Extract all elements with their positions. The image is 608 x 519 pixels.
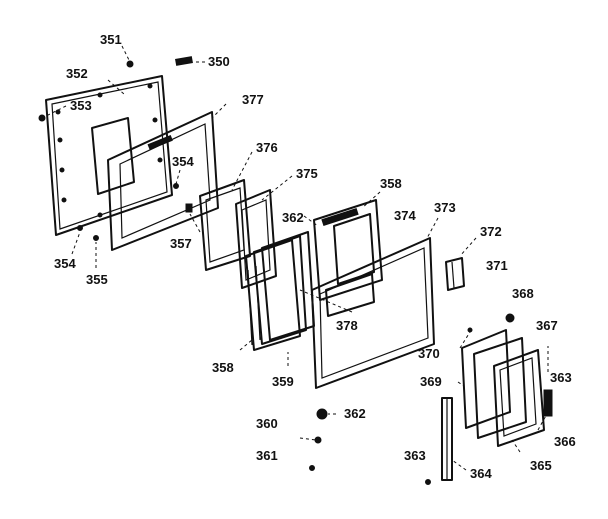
label-357: 357	[170, 236, 192, 251]
label-365: 365	[530, 458, 552, 473]
label-374: 374	[394, 208, 416, 223]
label-355: 355	[86, 272, 108, 287]
outer-door-panel	[45, 75, 173, 236]
label-352: 352	[66, 66, 88, 81]
label-354-upper: 354	[172, 154, 194, 169]
label-367: 367	[536, 318, 558, 333]
window-frame	[91, 117, 135, 195]
inner-door-373	[311, 237, 435, 389]
label-366: 366	[554, 434, 576, 449]
label-354-lower: 354	[54, 256, 76, 271]
panel-369	[461, 329, 511, 429]
glass-pack-359	[245, 231, 315, 351]
label-358-upper: 358	[380, 176, 402, 191]
label-369: 369	[420, 374, 442, 389]
panel-365-rear	[473, 337, 527, 439]
leader-lines	[45, 45, 549, 471]
panel-375	[235, 189, 277, 289]
label-368: 368	[512, 286, 534, 301]
label-359: 359	[272, 374, 294, 389]
hinge-366	[543, 389, 553, 417]
panel-374	[313, 199, 383, 301]
label-371: 371	[486, 258, 508, 273]
label-378: 378	[336, 318, 358, 333]
bracket-371	[445, 257, 465, 291]
label-350: 350	[208, 54, 230, 69]
label-375: 375	[296, 166, 318, 181]
label-351: 351	[100, 32, 122, 47]
label-360: 360	[256, 416, 278, 431]
label-373: 373	[434, 200, 456, 215]
panel-365	[493, 349, 545, 447]
label-372: 372	[480, 224, 502, 239]
label-358-lower: 358	[212, 360, 234, 375]
label-363-lower: 363	[404, 448, 426, 463]
part-labels: 351 350 352 353 377 376 354 375 358 373 …	[54, 32, 576, 481]
label-353: 353	[70, 98, 92, 113]
rod-364	[441, 397, 453, 481]
label-362-upper: 362	[282, 210, 304, 225]
label-364: 364	[470, 466, 492, 481]
label-370: 370	[418, 346, 440, 361]
door-frame-377	[107, 111, 219, 251]
label-376: 376	[256, 140, 278, 155]
label-363-right: 363	[550, 370, 572, 385]
label-361: 361	[256, 448, 278, 463]
label-362-lower: 362	[344, 406, 366, 421]
hardware	[38, 56, 515, 485]
label-377: 377	[242, 92, 264, 107]
